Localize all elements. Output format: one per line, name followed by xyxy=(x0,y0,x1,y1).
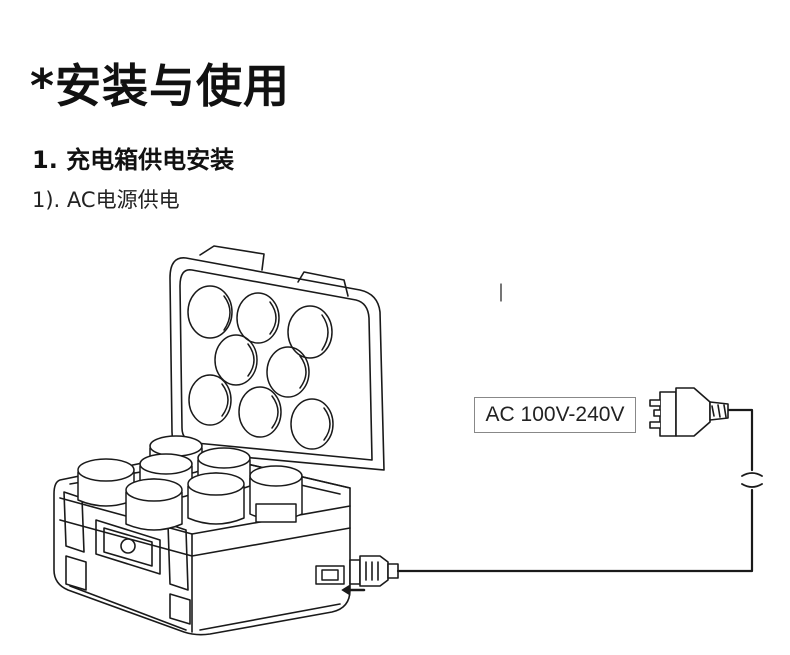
iec-connector-icon xyxy=(349,555,399,587)
lid-holes xyxy=(187,285,334,450)
subsection-heading: 1). AC电源供电 xyxy=(32,188,180,212)
section-heading: 1. 充电箱供电安装 xyxy=(32,146,235,174)
lamp-units xyxy=(77,435,303,531)
cable-break-icon xyxy=(741,472,763,488)
ac-plug-icon xyxy=(649,387,729,437)
left-arrow-icon xyxy=(341,584,366,596)
page-title: *安装与使用 xyxy=(30,59,291,113)
ac-inlet xyxy=(315,565,345,585)
power-cable xyxy=(396,488,754,573)
case-lid xyxy=(169,245,385,471)
ac-voltage-label: AC 100V-240V xyxy=(474,397,636,433)
